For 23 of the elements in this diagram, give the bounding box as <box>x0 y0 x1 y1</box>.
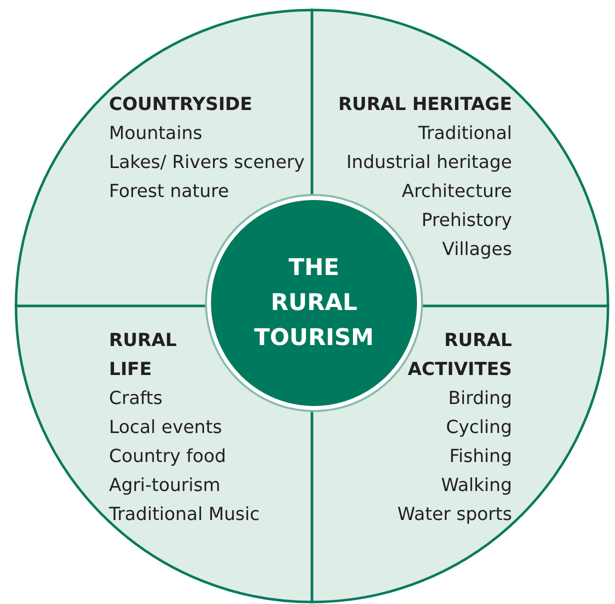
list-item: Industrial heritage <box>346 151 512 175</box>
list-item: Architecture <box>402 180 512 204</box>
list-item: Agri-tourism <box>109 474 220 498</box>
list-item: Birding <box>448 387 512 411</box>
list-item: Crafts <box>109 387 162 411</box>
list-item: Walking <box>441 474 512 498</box>
list-item: Prehistory <box>421 209 512 233</box>
list-item: Mountains <box>109 122 202 146</box>
list-item: Forest nature <box>109 180 229 204</box>
list-item: Traditional Music <box>109 503 260 527</box>
list-item: Water sports <box>397 503 512 527</box>
center-title: THE RURAL TOURISM <box>253 254 375 352</box>
list-item: Traditional <box>418 122 512 146</box>
category-heading: RURAL LIFE <box>109 329 178 382</box>
list-item: Cycling <box>446 416 512 440</box>
list-item: Country food <box>109 445 226 469</box>
list-item: Local events <box>109 416 222 440</box>
list-item: Fishing <box>449 445 512 469</box>
category-heading: RURAL ACTIVITES <box>406 329 512 382</box>
list-item: Villages <box>442 238 512 262</box>
category-heading: COUNTRYSIDE <box>109 93 252 117</box>
list-item: Lakes/ Rivers scenery <box>109 151 305 175</box>
category-heading: RURAL HERITAGE <box>338 93 512 117</box>
